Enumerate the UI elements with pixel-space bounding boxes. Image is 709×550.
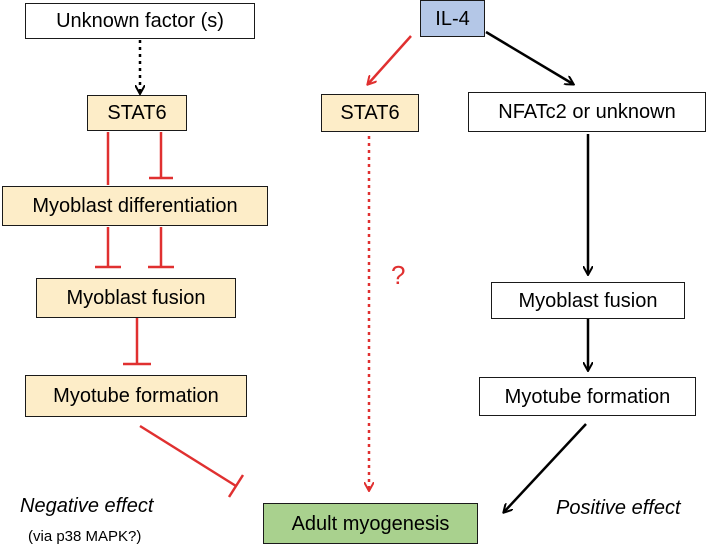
question-mark: ? — [391, 260, 406, 290]
node-myotube-formation-right: Myotube formation — [479, 377, 696, 416]
inhibit-myotube-to-myogenesis — [139, 424, 237, 488]
node-nfatc2: NFATc2 or unknown — [468, 92, 706, 132]
node-adult-myogenesis-label: Adult myogenesis — [291, 512, 450, 535]
negative-effect-label: Negative effect — [20, 495, 154, 517]
node-myotube-formation-left: Myotube formation — [25, 375, 247, 417]
node-myoblast-differentiation-label: Myoblast differentiation — [32, 195, 238, 217]
node-myoblast-fusion-right: Myoblast fusion — [491, 282, 685, 319]
node-adult-myogenesis: Adult myogenesis — [263, 503, 478, 544]
node-unknown-factor-label: Unknown factor (s) — [56, 10, 224, 32]
via-p38-label: (via p38 MAPK?) — [28, 528, 142, 545]
inhibit-bar-myotube-myogenesis — [227, 474, 245, 498]
node-myoblast-fusion-left: Myoblast fusion — [36, 278, 236, 318]
node-myoblast-fusion-left-label: Myoblast fusion — [66, 287, 206, 309]
node-myotube-formation-right-label: Myotube formation — [504, 385, 671, 408]
node-myoblast-differentiation: Myoblast differentiation — [2, 186, 268, 226]
node-unknown-factor: Unknown factor (s) — [25, 3, 255, 39]
node-myoblast-fusion-right-label: Myoblast fusion — [518, 289, 658, 312]
node-nfatc2-label: NFATc2 or unknown — [498, 101, 676, 123]
arrow-myotube-to-myogenesis — [504, 423, 587, 512]
node-il4-label: IL-4 — [435, 7, 470, 30]
node-stat6-left: STAT6 — [87, 95, 187, 131]
arrow-il4-to-stat6 — [368, 35, 412, 84]
node-myotube-formation-left-label: Myotube formation — [53, 385, 219, 407]
node-stat6-center: STAT6 — [321, 94, 419, 132]
positive-effect-label: Positive effect — [556, 497, 681, 519]
node-stat6-left-label: STAT6 — [107, 102, 167, 124]
node-stat6-center-label: STAT6 — [340, 102, 400, 124]
node-il4: IL-4 — [420, 0, 485, 37]
arrow-il4-to-nfatc2 — [485, 30, 573, 84]
